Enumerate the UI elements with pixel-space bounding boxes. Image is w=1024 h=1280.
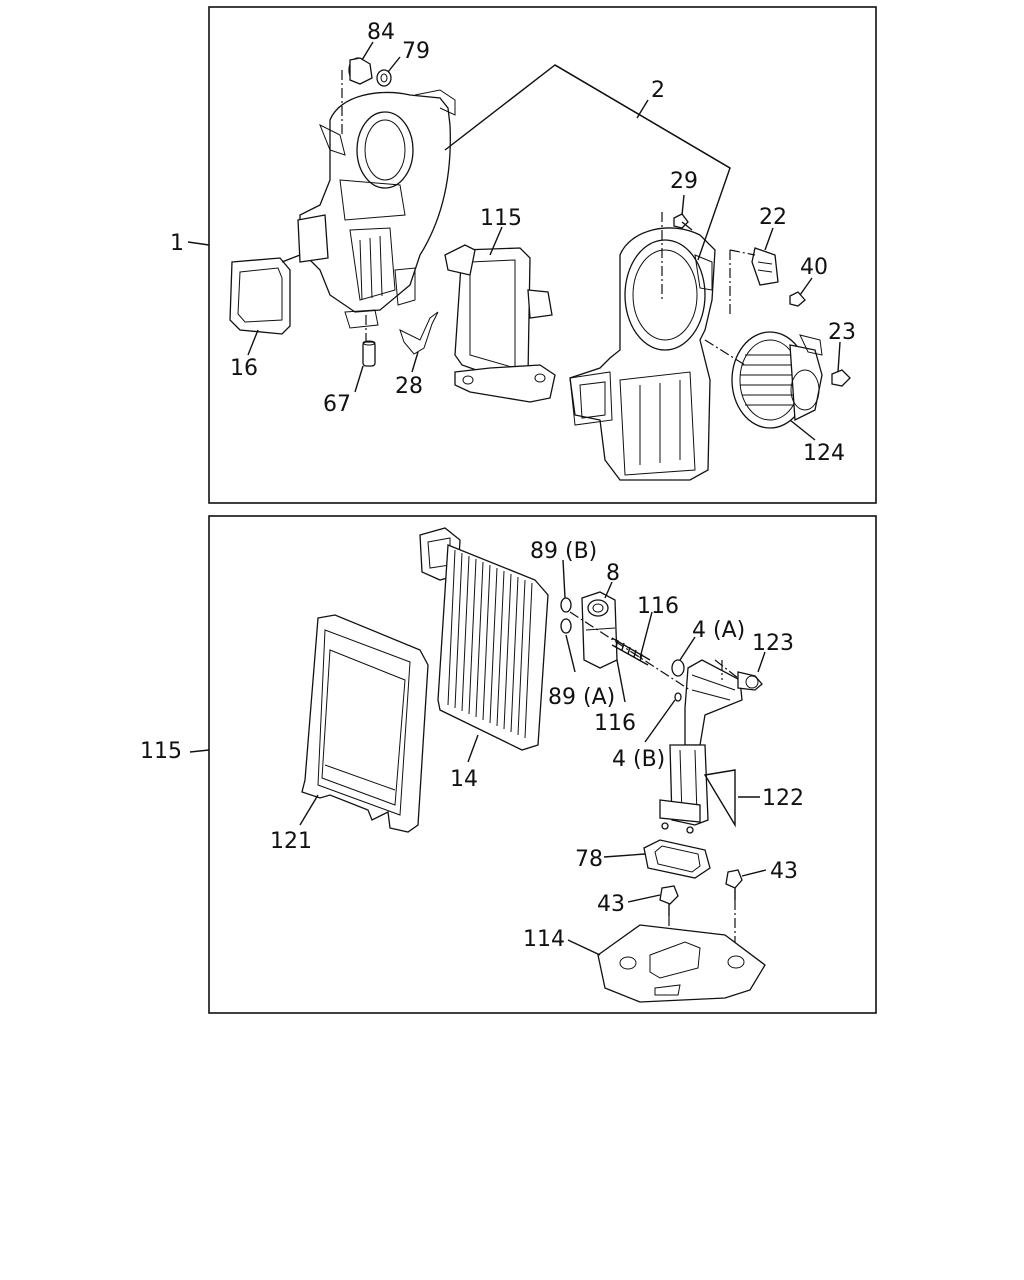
evaporator-core-14 (419, 527, 549, 751)
upper-panel-frame (208, 6, 877, 504)
bolt-43-left (659, 885, 679, 916)
callout-89b: 89 (B) (530, 539, 597, 564)
lower-leader-lines (189, 559, 767, 956)
mounting-plate-114 (597, 924, 766, 1003)
washer-79 (376, 69, 392, 87)
bracket-122 (703, 769, 736, 828)
callout-4a: 4 (A) (692, 618, 745, 643)
screw-23 (831, 369, 851, 387)
callout-121: 121 (270, 829, 312, 854)
callout-115-upper: 115 (480, 206, 522, 231)
callout-78: 78 (575, 847, 603, 872)
callout-67: 67 (323, 392, 351, 417)
callout-43-left: 43 (597, 892, 625, 917)
callout-116-lower: 116 (594, 711, 636, 736)
left-case-assembly (297, 89, 456, 329)
bolt-123 (737, 671, 763, 691)
callout-28: 28 (395, 374, 423, 399)
callout-89a: 89 (A) (548, 685, 615, 710)
callout-124: 124 (803, 441, 845, 466)
expansion-valve-8 (581, 591, 618, 669)
callout-116-upper: 116 (637, 594, 679, 619)
callout-84: 84 (367, 20, 395, 45)
resistor-22 (751, 247, 779, 286)
callout-16: 16 (230, 356, 258, 381)
screw-40 (789, 291, 806, 307)
callout-8: 8 (606, 561, 620, 586)
callout-4b: 4 (B) (612, 747, 665, 772)
callout-43-right: 43 (770, 859, 798, 884)
callout-23: 23 (828, 320, 856, 345)
callout-14: 14 (450, 767, 478, 792)
o-ring-4b (674, 692, 682, 702)
pipe-122 (659, 659, 743, 834)
blower-motor-124 (731, 331, 823, 429)
gasket-16 (229, 257, 291, 335)
callout-1: 1 (170, 231, 184, 256)
callout-22: 22 (759, 205, 787, 230)
callout-122: 122 (762, 786, 804, 811)
gasket-78 (643, 839, 711, 879)
grommet-84 (348, 57, 373, 85)
callout-115-lower: 115 (140, 739, 182, 764)
bolt-116 (611, 637, 651, 666)
o-ring-89b (560, 597, 572, 613)
o-ring-4a (671, 659, 685, 677)
evaporator-unit-115 (444, 244, 556, 403)
callout-79: 79 (402, 39, 430, 64)
bolt-43-right (725, 869, 743, 900)
right-blower-case (569, 227, 716, 481)
callout-123: 123 (752, 631, 794, 656)
screw-29 (673, 213, 693, 231)
callout-2: 2 (651, 78, 665, 103)
upper-leader-lines (187, 41, 841, 441)
callout-114: 114 (523, 927, 565, 952)
clip-28 (399, 311, 439, 355)
lower-panel-frame (208, 515, 877, 1014)
case-cover-121 (301, 614, 429, 833)
o-ring-89a (560, 618, 572, 634)
callout-40: 40 (800, 255, 828, 280)
sleeve-67 (362, 340, 376, 367)
callout-29: 29 (670, 169, 698, 194)
